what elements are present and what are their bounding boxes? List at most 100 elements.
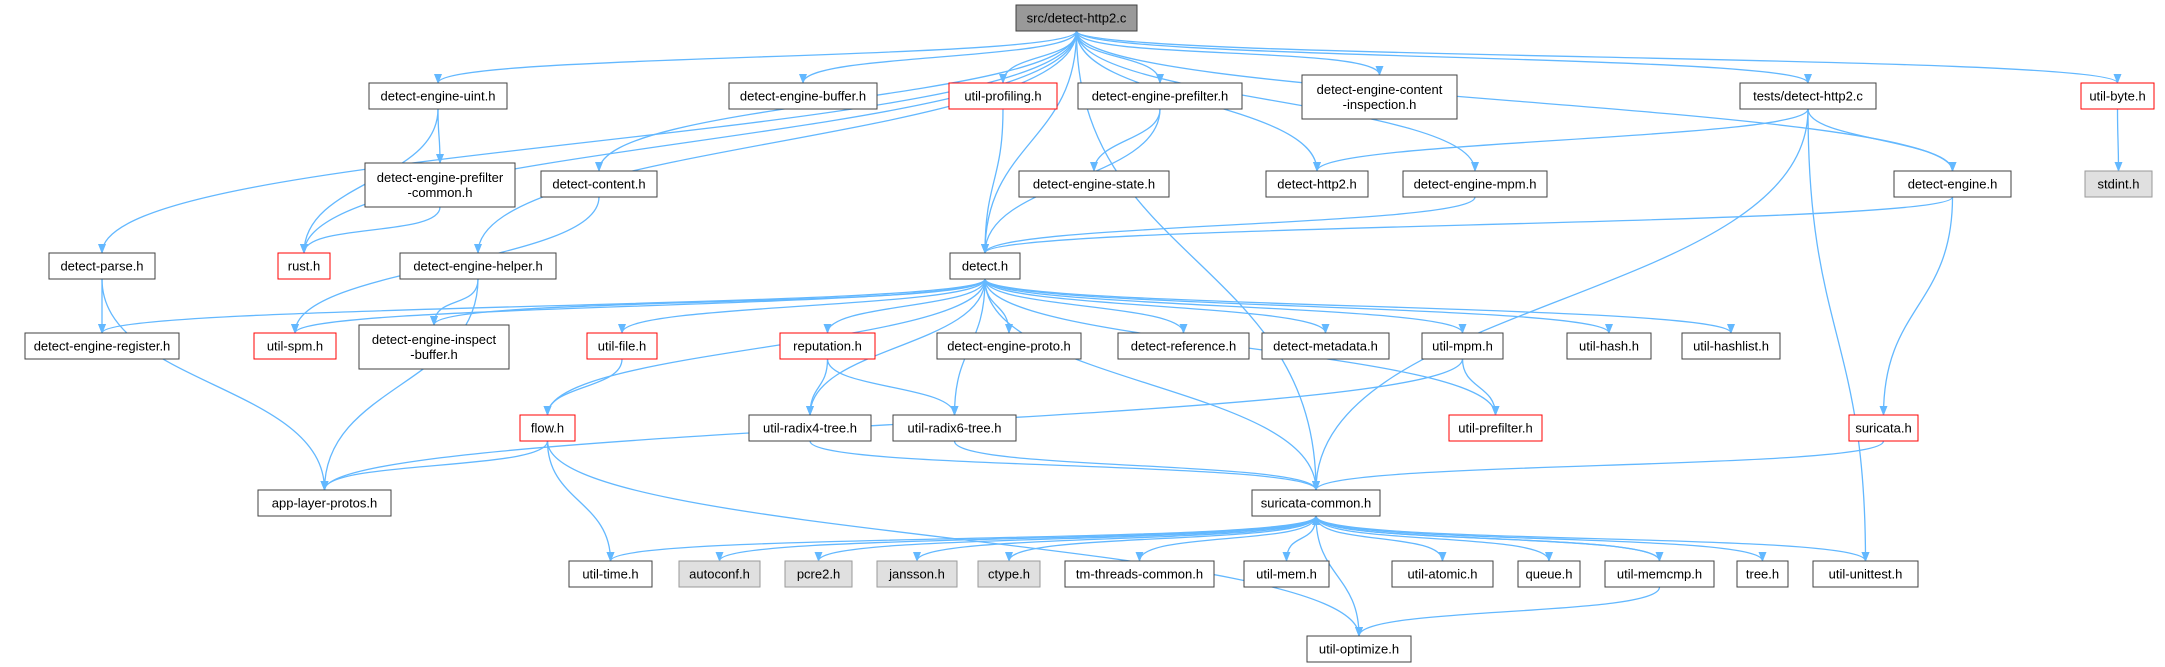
edge-reputation-to-radix4 [806, 358, 829, 416]
node-box [728, 82, 878, 110]
node-label: detect-http2.h [1277, 177, 1357, 192]
edge-uint-to-prefilter_common [435, 108, 444, 164]
node-label: util-optimize.h [1319, 642, 1399, 657]
node-rust[interactable]: rust.h [277, 252, 331, 280]
node-stdint[interactable]: stdint.h [2084, 170, 2153, 198]
edge-detect-to-file [618, 278, 986, 334]
node-label: detect-engine-buffer.h [740, 89, 866, 104]
node-profiling[interactable]: util-profiling.h [948, 82, 1058, 110]
node-byte[interactable]: util-byte.h [2080, 82, 2155, 110]
node-app-layer[interactable]: app-layer-protos.h [257, 489, 392, 517]
edge-arrow [606, 515, 1317, 562]
node-box [1117, 332, 1250, 360]
node-helper[interactable]: detect-engine-helper.h [399, 252, 557, 280]
node-label: app-layer-protos.h [272, 496, 378, 511]
edge-detect-to-hash [984, 278, 1613, 334]
edge-common-to-optimize [1315, 515, 1363, 637]
node-label: util-hashlist.h [1693, 339, 1769, 354]
node-detect[interactable]: detect.h [949, 252, 1021, 280]
node-time[interactable]: util-time.h [568, 560, 653, 588]
edge-memcmp-to-optimize [1355, 586, 1661, 637]
node-reference[interactable]: detect-reference.h [1117, 332, 1250, 360]
edge-arrow [1075, 30, 1320, 491]
node-queue[interactable]: queue.h [1517, 560, 1581, 588]
node-root: src/detect-http2.c [1015, 4, 1138, 32]
edge-arrow [1461, 358, 1500, 416]
node-http2h[interactable]: detect-http2.h [1265, 170, 1369, 198]
node-label-line: -buffer.h [410, 347, 457, 362]
node-content[interactable]: detect-content.h [540, 170, 658, 198]
edge-arrow [300, 30, 1078, 254]
edge-common-to-jansson [913, 515, 1317, 562]
edge-arrow [474, 30, 1078, 254]
node-reputation[interactable]: reputation.h [779, 332, 876, 360]
node-mpm-engine[interactable]: detect-engine-mpm.h [1402, 170, 1548, 198]
edge-arrow [98, 30, 1078, 254]
node-label: util-memcmp.h [1617, 567, 1702, 582]
node-tree[interactable]: tree.h [1736, 560, 1789, 588]
node-box [2084, 170, 2153, 198]
edge-arrow [715, 515, 1317, 562]
edge-arrow [953, 440, 1320, 491]
node-content-insp[interactable]: detect-engine-content-inspection.h [1301, 74, 1458, 120]
edge-arrow [806, 278, 986, 416]
node-prefilter-common[interactable]: detect-engine-prefilter-common.h [364, 162, 516, 208]
node-parse[interactable]: detect-parse.h [48, 252, 156, 280]
edge-common-to-unittest [1315, 515, 1870, 562]
node-label-line: -inspection.h [1343, 97, 1417, 112]
edge-detect-to-flow [543, 278, 986, 416]
node-mem[interactable]: util-mem.h [1243, 560, 1330, 588]
node-prefilter[interactable]: detect-engine-prefilter.h [1077, 82, 1243, 110]
edge-arrow [430, 278, 479, 326]
node-label: util-file.h [598, 339, 646, 354]
edge-prefilter_common-to-rust [300, 206, 441, 254]
node-optimize[interactable]: util-optimize.h [1306, 635, 1412, 663]
node-spm[interactable]: util-spm.h [253, 332, 337, 360]
node-box [1681, 332, 1781, 360]
node-tests[interactable]: tests/detect-http2.c [1739, 82, 1877, 110]
node-atomic[interactable]: util-atomic.h [1391, 560, 1494, 588]
edge-parse-to-app_layer [101, 278, 329, 491]
edge-radix4-to-common [809, 440, 1320, 491]
node-jansson[interactable]: jansson.h [876, 560, 958, 588]
edge-arrow [814, 515, 1317, 562]
edge-arrow [1312, 108, 1809, 491]
node-radix4[interactable]: util-radix4-tree.h [748, 414, 872, 442]
node-memcmp[interactable]: util-memcmp.h [1604, 560, 1715, 588]
node-radix6[interactable]: util-radix6-tree.h [892, 414, 1017, 442]
node-label-line: detect-engine-content [1317, 82, 1443, 97]
node-metadata[interactable]: detect-metadata.h [1261, 332, 1390, 360]
edge-arrow [1315, 515, 1363, 637]
node-flow[interactable]: flow.h [519, 414, 576, 442]
node-state[interactable]: detect-engine-state.h [1018, 170, 1170, 198]
node-box [277, 252, 331, 280]
node-label: util-mpm.h [1432, 339, 1493, 354]
edge-detect-to-radix4 [806, 278, 986, 416]
node-uint[interactable]: detect-engine-uint.h [368, 82, 508, 110]
node-label: detect-engine-prefilter-common.h [377, 170, 504, 200]
node-inspect-buffer[interactable]: detect-engine-inspect-buffer.h [358, 324, 510, 370]
node-common[interactable]: suricata-common.h [1251, 489, 1381, 517]
node-autoconf[interactable]: autoconf.h [678, 560, 761, 588]
node-hash[interactable]: util-hash.h [1566, 332, 1652, 360]
node-tm-threads[interactable]: tm-threads-common.h [1064, 560, 1215, 588]
node-ctype[interactable]: ctype.h [977, 560, 1041, 588]
edge-detect-to-reputation [823, 278, 986, 334]
edge-root-to-uint [434, 30, 1078, 84]
node-register[interactable]: detect-engine-register.h [24, 332, 180, 360]
node-label: tree.h [1746, 567, 1779, 582]
node-hashlist[interactable]: util-hashlist.h [1681, 332, 1781, 360]
node-suricata[interactable]: suricata.h [1848, 414, 1919, 442]
node-buffer[interactable]: detect-engine-buffer.h [728, 82, 878, 110]
node-label: src/detect-http2.c [1027, 11, 1127, 26]
node-prefilter-util[interactable]: util-prefilter.h [1448, 414, 1543, 442]
edge-common-to-pcre2 [814, 515, 1317, 562]
node-unittest[interactable]: util-unittest.h [1812, 560, 1919, 588]
node-engine[interactable]: detect-engine.h [1893, 170, 2012, 198]
node-mpm[interactable]: util-mpm.h [1421, 332, 1504, 360]
node-file[interactable]: util-file.h [586, 332, 658, 360]
node-label: util-unittest.h [1829, 567, 1903, 582]
node-pcre2[interactable]: pcre2.h [784, 560, 853, 588]
node-box [1448, 414, 1543, 442]
node-proto[interactable]: detect-engine-proto.h [936, 332, 1082, 360]
